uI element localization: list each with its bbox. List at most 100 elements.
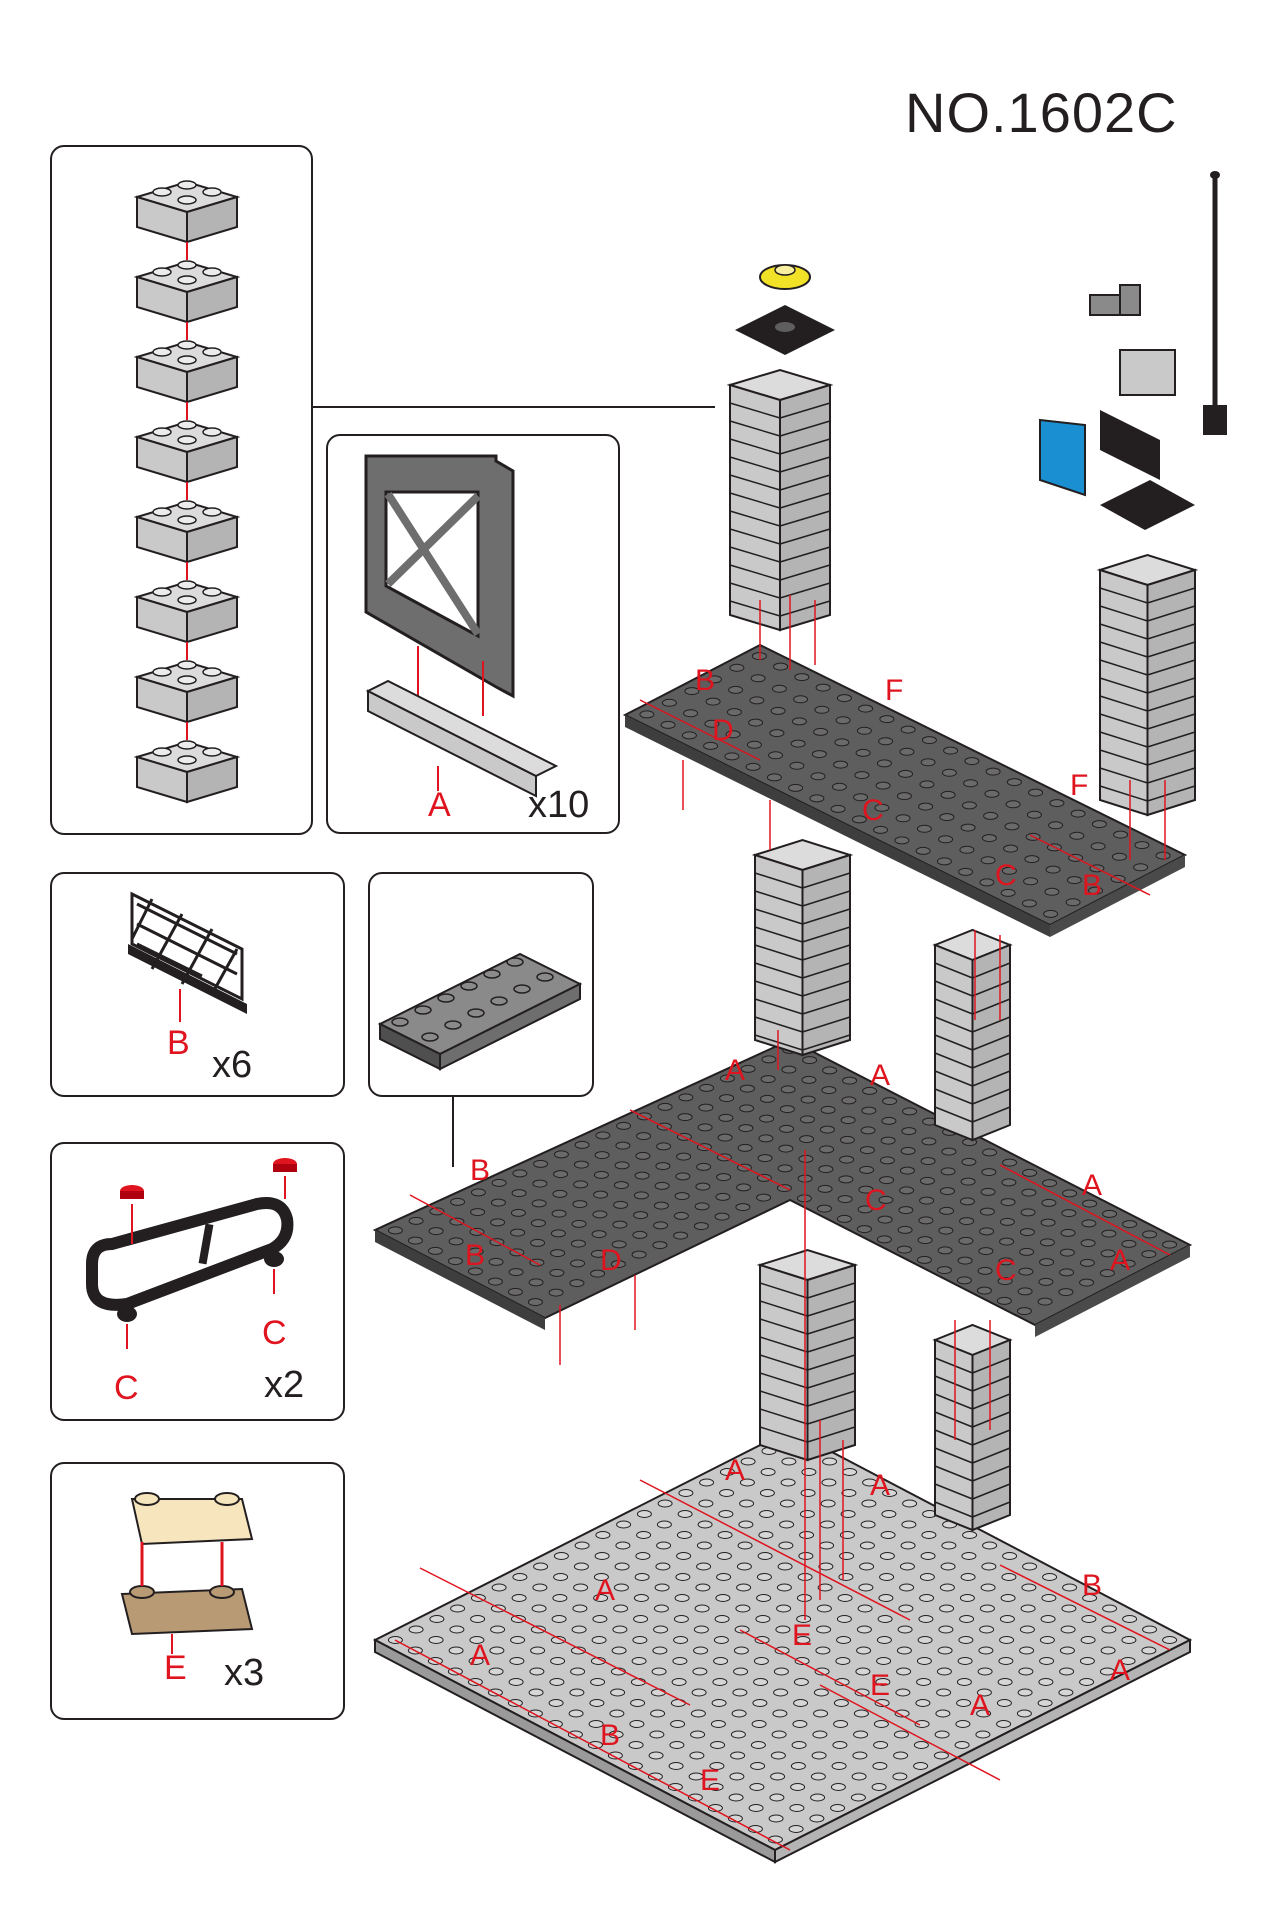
stud xyxy=(1039,1238,1055,1247)
dimension-line xyxy=(394,1639,791,1851)
stud xyxy=(833,1699,849,1707)
stud xyxy=(669,1741,685,1749)
blue-tile xyxy=(1039,418,1086,497)
stud xyxy=(788,1825,804,1833)
stud xyxy=(757,1552,773,1560)
stud xyxy=(975,1730,991,1739)
stud xyxy=(677,1113,693,1122)
stud xyxy=(634,1573,650,1581)
stud xyxy=(573,1180,589,1189)
stud xyxy=(918,1216,934,1225)
stud xyxy=(1023,877,1039,886)
stud xyxy=(724,752,740,761)
quantity-label: x3 xyxy=(224,1652,265,1694)
assembly-label: A xyxy=(870,1469,890,1502)
stud xyxy=(822,1066,838,1075)
stud xyxy=(753,1678,769,1686)
quantity-label: x6 xyxy=(212,1044,253,1086)
assembly-label: D xyxy=(712,714,734,747)
stud xyxy=(1020,1604,1036,1613)
stud xyxy=(1006,778,1022,787)
stud xyxy=(710,1720,726,1728)
stud xyxy=(799,1115,815,1124)
stud xyxy=(802,1056,818,1065)
stud xyxy=(981,834,997,843)
stud xyxy=(938,835,954,844)
stud xyxy=(918,1615,934,1623)
stud xyxy=(939,1187,955,1196)
stud xyxy=(613,1604,629,1613)
stud xyxy=(833,1720,849,1728)
stud xyxy=(746,740,762,749)
stud xyxy=(1048,821,1064,830)
dimension-line xyxy=(1029,834,1151,896)
stud xyxy=(854,771,870,780)
stud xyxy=(940,1167,956,1176)
stud xyxy=(429,1207,445,1216)
stud xyxy=(999,1615,1015,1623)
stud xyxy=(530,1219,546,1228)
stud xyxy=(569,1279,585,1288)
stud xyxy=(653,1201,669,1210)
step-panel-column-stack xyxy=(50,145,313,835)
stud xyxy=(755,1615,771,1623)
stud xyxy=(615,1141,631,1150)
stud xyxy=(728,685,744,694)
stud xyxy=(855,1667,871,1676)
brick-column xyxy=(756,1248,859,1462)
stud xyxy=(810,1772,826,1781)
stud xyxy=(841,1096,857,1105)
stud xyxy=(616,1520,632,1529)
stud xyxy=(719,1489,735,1497)
stud xyxy=(871,1783,887,1791)
stud xyxy=(736,1562,752,1571)
stud xyxy=(1058,1688,1074,1697)
stud xyxy=(798,1154,814,1163)
stud xyxy=(899,1186,915,1195)
stud xyxy=(834,1678,850,1686)
stud xyxy=(772,1709,788,1718)
stud xyxy=(693,1625,709,1634)
stud xyxy=(507,1699,523,1707)
stud xyxy=(547,1720,563,1728)
stud xyxy=(914,1720,930,1728)
stud xyxy=(613,1200,629,1209)
stud xyxy=(1024,855,1040,864)
stud xyxy=(391,1017,409,1027)
stud xyxy=(616,1121,632,1130)
stud xyxy=(653,1625,669,1634)
stud xyxy=(734,1625,750,1634)
stud xyxy=(800,1095,816,1104)
stud xyxy=(899,1562,915,1571)
stud xyxy=(980,1583,996,1592)
stud xyxy=(1102,1604,1118,1613)
stud xyxy=(1082,1594,1098,1602)
stud xyxy=(550,1249,566,1258)
stud xyxy=(853,1730,869,1739)
stud xyxy=(650,1709,666,1718)
stud xyxy=(790,1762,806,1770)
stud xyxy=(839,1135,855,1144)
stud xyxy=(611,1646,627,1655)
stud xyxy=(687,1793,703,1802)
dimension-line xyxy=(419,1567,691,1706)
stud xyxy=(777,1562,793,1571)
stud xyxy=(1021,1188,1037,1197)
stud xyxy=(1059,1268,1075,1277)
stud xyxy=(510,1636,526,1644)
stud xyxy=(1043,909,1059,918)
stud xyxy=(587,1741,603,1749)
assembly-label: B xyxy=(1082,869,1102,902)
stud xyxy=(512,1169,528,1178)
dimension-line xyxy=(639,699,761,761)
stud xyxy=(614,1562,630,1571)
stud xyxy=(841,1489,857,1497)
part-label-a: A xyxy=(428,786,451,824)
stud xyxy=(881,1510,897,1518)
stud xyxy=(1040,1218,1056,1227)
stud xyxy=(759,1114,775,1123)
stud xyxy=(793,1678,809,1686)
brick-2x2 xyxy=(133,740,241,804)
stud xyxy=(1101,1229,1117,1238)
top-floor-plate xyxy=(622,643,1188,937)
